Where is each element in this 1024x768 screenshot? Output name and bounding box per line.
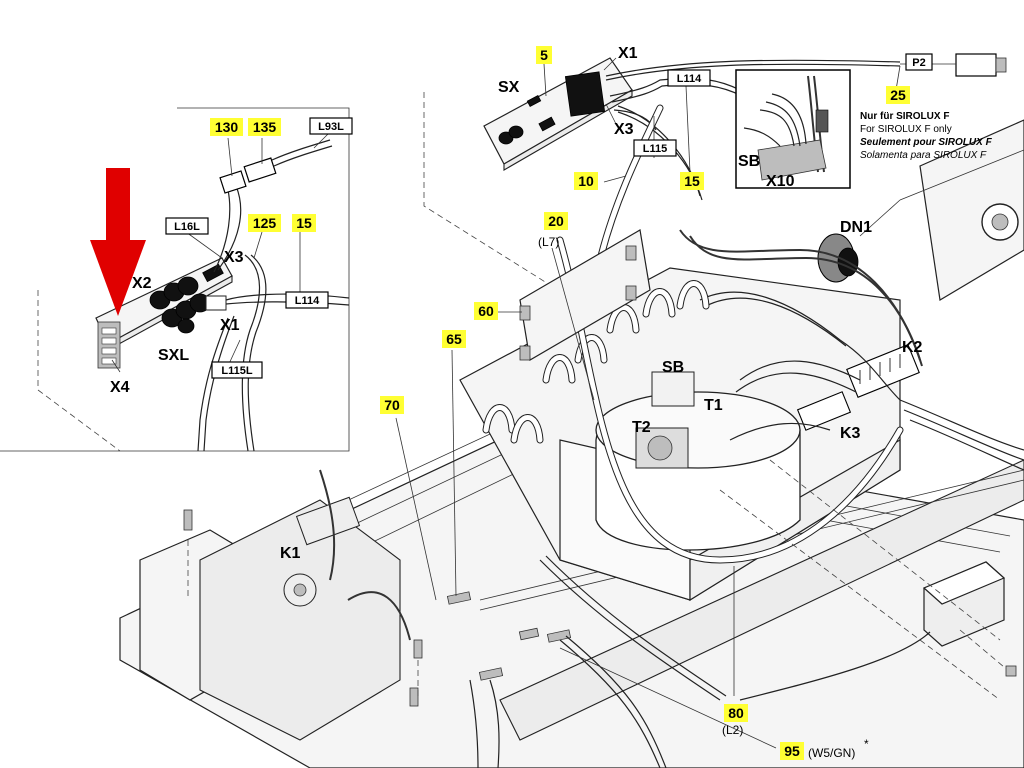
- sirolux-note-line2: For SIROLUX F only: [860, 124, 952, 135]
- main-label-t1-8: T1: [704, 397, 723, 414]
- sirolux-note-line3: Seulement pour SIROLUX F: [860, 137, 993, 148]
- main-callout-65-6: 65: [446, 331, 462, 347]
- inset-wire-label-l93l-frame: [309, 117, 353, 135]
- inset-label-x1: X1: [220, 317, 240, 334]
- main-callout-5-0: 5: [540, 47, 548, 63]
- main-wire-label-l114-frame: [667, 69, 711, 87]
- main-callout-20-4: 20: [548, 213, 564, 229]
- inset-label-x4: X4: [110, 379, 130, 396]
- inset-callout-130-bg: [210, 118, 243, 136]
- main-callout-65-6-bg: [442, 330, 466, 348]
- main-callout-25-1: 25: [890, 87, 906, 103]
- main-sublabel-2: (W5/GN): [808, 746, 855, 760]
- main-label-x3-2: X3: [614, 121, 634, 138]
- main-label-sb-3: SB: [738, 153, 760, 170]
- inset-label-x3: X3: [224, 249, 244, 266]
- main-callout-25-1-bg: [886, 86, 910, 104]
- inset-callout-15: 15: [296, 215, 312, 231]
- inset-label-x2: X2: [132, 275, 152, 292]
- inset-callout-135: 135: [253, 119, 277, 135]
- sirolux-note-line4: Solamenta para SIROLUX F: [860, 150, 987, 161]
- main-label-k1-11: K1: [280, 545, 301, 562]
- main-callout-15-3: 15: [684, 173, 700, 189]
- main-callout-15-3-bg: [680, 172, 704, 190]
- main-callout-70-7: 70: [384, 397, 400, 413]
- main-label-k3-10: K3: [840, 425, 861, 442]
- main-wire-label-l115-frame: [633, 139, 677, 157]
- red-arrow-down-icon: [90, 168, 146, 316]
- main-wire-label-p2: P2: [912, 57, 925, 69]
- main-wire-label-p2-frame: [905, 53, 933, 71]
- main-callout-95-9: 95: [784, 743, 800, 759]
- inset-wire-label-l114: L114: [295, 295, 320, 307]
- inset-panel: [0, 107, 350, 452]
- main-wire-label-l114: L114: [677, 73, 702, 85]
- main-label-k2-6: K2: [902, 339, 923, 356]
- main-callout-10-2-bg: [574, 172, 598, 190]
- main-wire-label-l115: L115: [643, 143, 667, 155]
- main-callout-80-8-bg: [724, 704, 748, 722]
- main-label-sb-7: SB: [662, 359, 684, 376]
- inset-callout-135-bg: [248, 118, 281, 136]
- inset-wire-label-l93l: L93L: [318, 121, 344, 133]
- inset-callout-125: 125: [253, 215, 277, 231]
- main-label-sx-0: SX: [498, 79, 520, 96]
- inset-wire-label-l16l: L16L: [174, 221, 200, 233]
- main-callout-60-5: 60: [478, 303, 494, 319]
- main-callout-60-5-bg: [474, 302, 498, 320]
- inset-callout-15-bg: [292, 214, 316, 232]
- main-label-x10-4: X10: [766, 173, 795, 190]
- main-callout-5-0-bg: [536, 46, 552, 64]
- main-label-dn1-5: DN1: [840, 219, 872, 236]
- main-sublabel-1: (L2): [722, 723, 743, 737]
- main-callout-10-2: 10: [578, 173, 594, 189]
- inset-callout-130: 130: [215, 119, 239, 135]
- main-sublabel-3: *: [864, 737, 869, 751]
- main-callout-20-4-bg: [544, 212, 568, 230]
- main-label-x1-1: X1: [618, 45, 638, 62]
- inset-wire-label-l16l-frame: [165, 217, 209, 235]
- main-callout-80-8: 80: [728, 705, 744, 721]
- inset-wire-label-l114-frame: [285, 291, 329, 309]
- main-sublabel-0: (L7): [538, 235, 559, 249]
- main-assembly: [119, 53, 1024, 768]
- inset-label-sxl: SXL: [158, 347, 189, 364]
- main-callout-70-7-bg: [380, 396, 404, 414]
- sirolux-note-line1: Nur für SIROLUX F: [860, 111, 949, 122]
- main-callout-95-9-bg: [780, 742, 804, 760]
- main-label-t2-9: T2: [632, 419, 651, 436]
- inset-callout-125-bg: [248, 214, 281, 232]
- inset-wire-label-l115l-frame: [211, 361, 263, 379]
- inset-wire-label-l115l: L115L: [221, 365, 252, 377]
